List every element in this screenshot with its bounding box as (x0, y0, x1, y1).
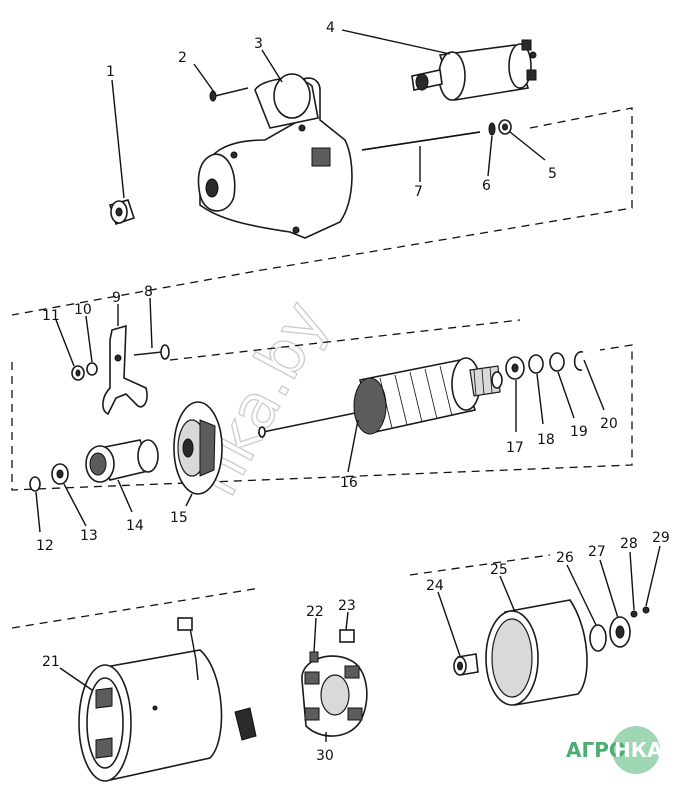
part-4-solenoid (411, 39, 537, 101)
part-12-ring (29, 476, 41, 492)
part-2-screw (209, 87, 249, 102)
part-17-washer (505, 356, 525, 380)
part-7-through-bolt (361, 131, 481, 151)
part-18-washer (528, 354, 544, 374)
label-17: 17 (506, 440, 524, 456)
label-3: 3 (254, 36, 263, 52)
label-11: 11 (42, 308, 60, 324)
part-3-drive-housing (197, 73, 353, 239)
part-6-washer (488, 122, 496, 136)
label-5: 5 (548, 166, 557, 182)
brand-badge (612, 726, 660, 774)
label-14: 14 (126, 518, 144, 534)
label-2: 2 (178, 50, 187, 66)
part-labels: 1 2 3 4 5 6 7 8 9 10 11 12 13 14 15 16 1… (36, 20, 670, 764)
label-22: 22 (306, 604, 324, 620)
label-12: 12 (36, 538, 54, 554)
brand-logo: АГРО НКА (566, 726, 663, 774)
leader-lines (35, 29, 661, 742)
part-10-washer (86, 362, 98, 376)
part-5-nut (498, 119, 512, 135)
label-30: 30 (316, 748, 334, 764)
label-9: 9 (112, 290, 121, 306)
label-25: 25 (490, 562, 508, 578)
label-24: 24 (426, 578, 444, 594)
part-1-bushing (108, 199, 136, 226)
label-13: 13 (80, 528, 98, 544)
part-25-end-cover (485, 599, 588, 706)
label-26: 26 (556, 550, 574, 566)
part-19-washer (549, 352, 565, 372)
group-boundaries (11, 107, 633, 629)
brand-right-text: НКА (614, 738, 663, 762)
label-29: 29 (652, 530, 670, 546)
label-18: 18 (537, 432, 555, 448)
part-30-brush-holder (301, 655, 368, 737)
label-23: 23 (338, 598, 356, 614)
label-6: 6 (482, 178, 491, 194)
part-28-screw (630, 610, 638, 618)
part-9-shift-lever (102, 324, 148, 416)
part-22-brush (309, 651, 319, 663)
part-20-retaining-ring (573, 351, 584, 371)
label-8: 8 (144, 284, 153, 300)
part-23-brush-spring (339, 629, 355, 643)
label-21: 21 (42, 654, 60, 670)
part-16-armature (257, 357, 503, 438)
label-19: 19 (570, 424, 588, 440)
label-28: 28 (620, 536, 638, 552)
label-16: 16 (340, 475, 358, 491)
part-21-field-frame (78, 617, 257, 782)
part-13-washer (51, 463, 69, 485)
label-10: 10 (74, 302, 92, 318)
label-1: 1 (106, 64, 115, 80)
part-24-bushing (453, 653, 479, 676)
label-27: 27 (588, 544, 606, 560)
part-27-cap (609, 616, 631, 648)
brand-left-text: АГРО (566, 738, 626, 762)
part-26-o-ring (589, 624, 607, 652)
label-20: 20 (600, 416, 618, 432)
label-15: 15 (170, 510, 188, 526)
label-4: 4 (326, 20, 335, 36)
part-15-bearing-plate (173, 401, 223, 495)
part-14-drive-pinion (85, 439, 159, 483)
part-8-bolt (133, 344, 170, 360)
part-11-nut (71, 365, 85, 381)
label-7: 7 (414, 184, 423, 200)
part-29-screw (642, 606, 650, 614)
